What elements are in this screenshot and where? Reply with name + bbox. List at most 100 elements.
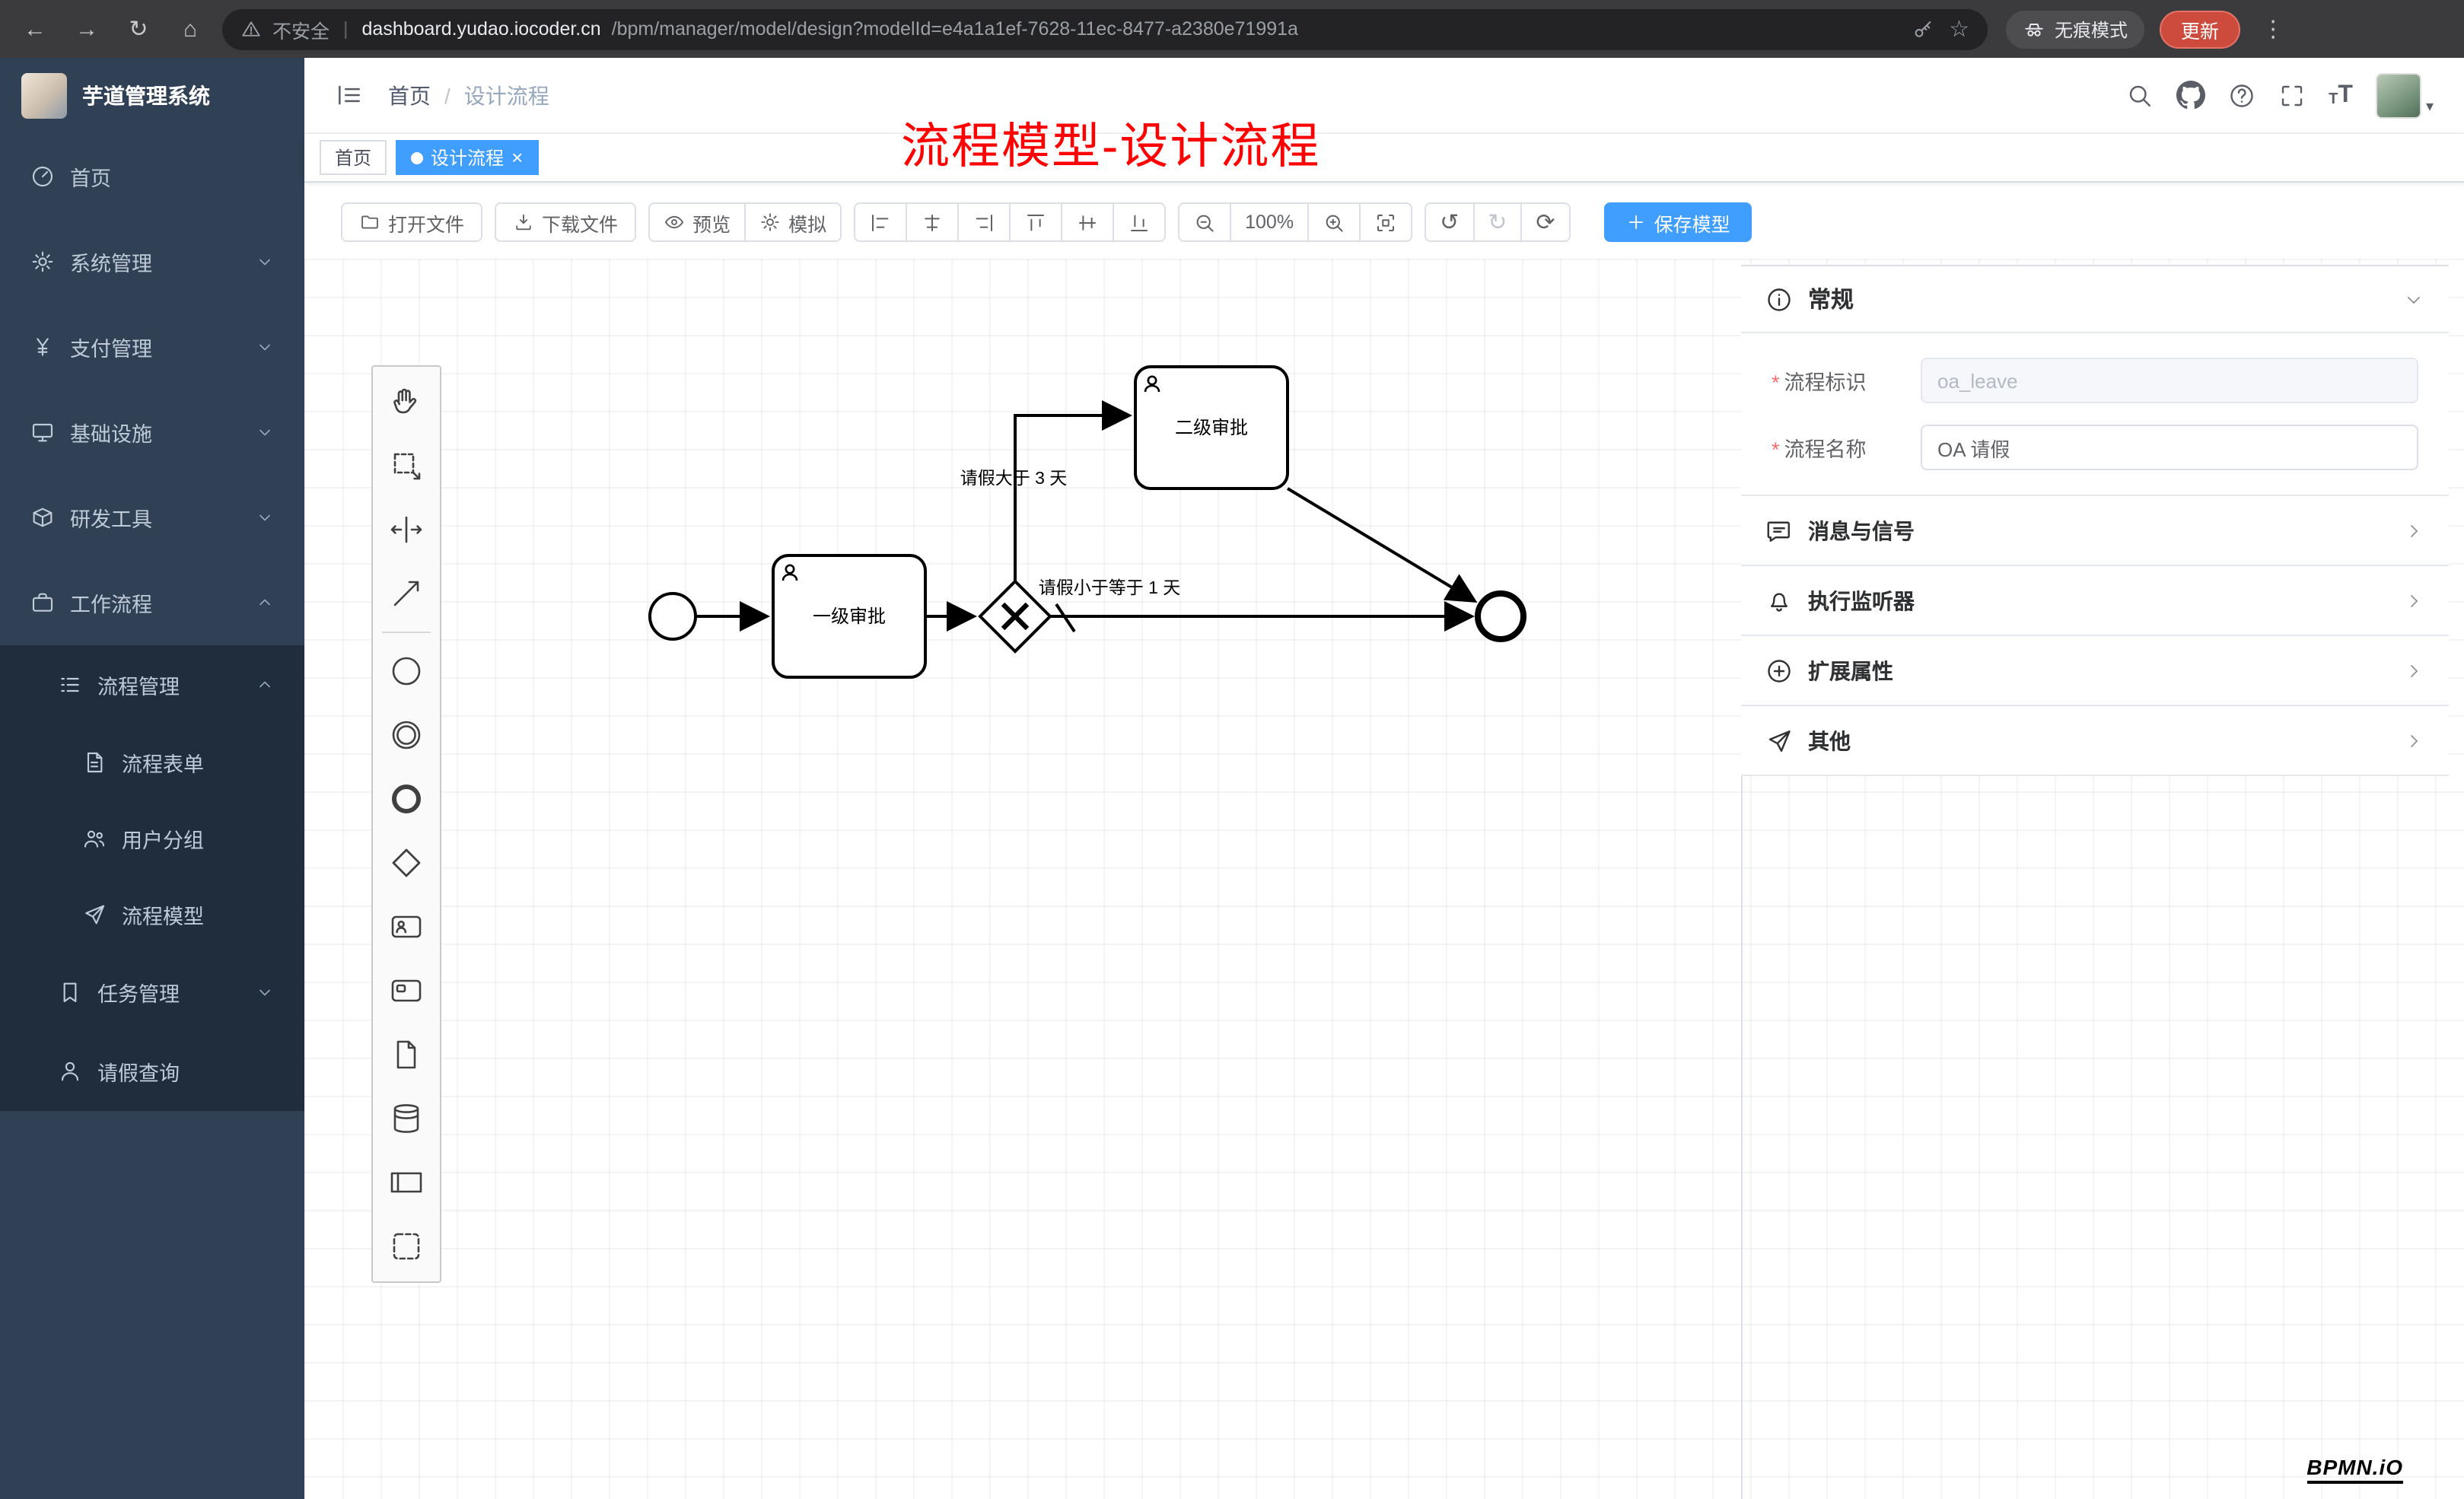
download-file-button[interactable]: 下载文件	[495, 202, 637, 242]
global-connect-tool[interactable]	[374, 562, 438, 625]
save-model-button[interactable]: 保存模型	[1603, 202, 1752, 242]
align-left-icon	[872, 214, 889, 231]
browser-reload-button[interactable]: ↻	[129, 17, 148, 43]
start-event-node[interactable]	[648, 592, 697, 641]
frame-icon	[1377, 214, 1395, 231]
align-bottom-button[interactable]	[1113, 202, 1167, 242]
create-group[interactable]	[374, 1214, 438, 1278]
app-logo-row[interactable]: 芋道管理系统	[0, 58, 304, 134]
align-middle-button[interactable]	[1061, 202, 1115, 242]
browser-forward-button[interactable]: →	[75, 16, 98, 42]
create-task[interactable]	[374, 959, 438, 1023]
open-file-button[interactable]: 打开文件	[341, 202, 483, 242]
space-tool[interactable]	[374, 498, 438, 562]
sidebar-item-process-model[interactable]: 流程模型	[0, 877, 304, 953]
sidebar-toggle-button[interactable]	[335, 81, 364, 110]
intermediate-event-icon	[392, 721, 421, 750]
create-intermediate-event[interactable]	[374, 703, 438, 767]
bpmn-canvas[interactable]: 请假大于 3 天 请假小于等于 1 天 一级审批	[304, 259, 2464, 1499]
sidebar-item-task-management[interactable]: 任务管理	[0, 953, 304, 1032]
avatar	[2375, 72, 2421, 118]
flow-gateway-to-task2[interactable]	[1014, 400, 1132, 581]
task-icon	[391, 979, 422, 1002]
align-top-button[interactable]	[1009, 202, 1063, 242]
align-left-button[interactable]	[854, 202, 908, 242]
section-messages-signals[interactable]: 消息与信号	[1741, 496, 2449, 566]
task2-node[interactable]: 二级审批	[1134, 365, 1289, 490]
lasso-tool[interactable]	[374, 434, 438, 498]
sidebar-item-user-group[interactable]: 用户分组	[0, 800, 304, 877]
preview-button[interactable]: 预览	[648, 202, 747, 242]
end-event-icon	[392, 785, 421, 813]
section-execution-listeners[interactable]: 执行监听器	[1741, 566, 2449, 636]
browser-update-button[interactable]: 更新	[2160, 10, 2241, 48]
sidebar-item-payment[interactable]: 支付管理	[0, 304, 304, 390]
designer-content: 打开文件 下载文件 预览 模拟	[304, 183, 2464, 1499]
end-event-node[interactable]	[1475, 590, 1526, 642]
create-end-event[interactable]	[374, 767, 438, 831]
flow-label-lte[interactable]: 请假小于等于 1 天	[1039, 578, 1181, 597]
sidebar-item-devtools[interactable]: 研发工具	[0, 475, 304, 560]
tag-close-icon[interactable]: ×	[511, 146, 524, 169]
zoom-out-button[interactable]	[1178, 202, 1232, 242]
browser-menu-icon[interactable]: ⋮	[2262, 17, 2285, 43]
align-center-button[interactable]	[906, 202, 960, 242]
bookmark-star-icon[interactable]: ☆	[1949, 17, 1969, 43]
process-name-input[interactable]	[1921, 425, 2418, 470]
create-data-object[interactable]	[374, 1023, 438, 1087]
tag-design-process[interactable]: 设计流程 ×	[396, 140, 539, 175]
browser-back-button[interactable]: ←	[24, 16, 46, 42]
restart-button[interactable]: ⟳	[1520, 202, 1571, 242]
create-participant[interactable]	[374, 1151, 438, 1214]
sidebar-item-infrastructure[interactable]: 基础设施	[0, 390, 304, 475]
sidebar-item-home[interactable]: 首页	[0, 134, 304, 219]
help-button[interactable]	[2228, 81, 2255, 109]
user-menu[interactable]: ▾	[2375, 72, 2434, 118]
fullscreen-button[interactable]	[2278, 81, 2306, 109]
undo-icon: ↺	[1440, 209, 1460, 235]
sidebar-item-system[interactable]: 系统管理	[0, 219, 304, 304]
section-extension-properties[interactable]: 扩展属性	[1741, 636, 2449, 706]
tag-label: 首页	[335, 148, 372, 169]
search-button[interactable]	[2126, 81, 2154, 109]
tag-home[interactable]: 首页	[320, 140, 387, 175]
section-general[interactable]: 常规	[1741, 266, 2449, 333]
browser-home-button[interactable]: ⌂	[183, 16, 198, 42]
redo-button[interactable]: ↻	[1472, 202, 1523, 242]
simulate-button[interactable]: 模拟	[744, 202, 842, 242]
align-top-icon	[1027, 214, 1045, 231]
zoom-in-button[interactable]	[1307, 202, 1361, 242]
sidebar-item-process-form[interactable]: 流程表单	[0, 724, 304, 800]
properties-panel: 常规 *流程标识 *流程名称	[1741, 265, 2449, 776]
task1-node[interactable]: 一级审批	[772, 554, 927, 679]
list-icon	[61, 677, 79, 692]
create-data-store[interactable]	[374, 1087, 438, 1151]
hand-tool[interactable]	[374, 370, 438, 434]
sidebar-item-label: 基础设施	[70, 423, 152, 446]
create-gateway[interactable]	[374, 831, 438, 895]
section-title: 执行监听器	[1808, 588, 1915, 613]
exclusive-gateway-node[interactable]	[978, 579, 1052, 654]
align-center-icon	[925, 214, 940, 231]
flow-label-gt[interactable]: 请假大于 3 天	[960, 468, 1068, 488]
align-right-button[interactable]	[957, 202, 1011, 242]
flow-task2-to-end[interactable]	[1286, 487, 1478, 603]
sidebar-item-process-management[interactable]: 流程管理	[0, 645, 304, 724]
process-key-input[interactable]	[1921, 358, 2418, 403]
key-icon[interactable]	[1911, 18, 1934, 40]
github-button[interactable]	[2176, 81, 2206, 110]
breadcrumb-home[interactable]: 首页	[388, 83, 431, 107]
sidebar-item-workflow[interactable]: 工作流程	[0, 560, 304, 645]
create-start-event[interactable]	[374, 639, 438, 703]
sidebar-item-leave-query[interactable]: 请假查询	[0, 1032, 304, 1111]
create-user-task[interactable]	[374, 895, 438, 959]
gateway-icon	[392, 848, 421, 877]
undo-button[interactable]: ↺	[1425, 202, 1475, 242]
sidebar-item-label: 任务管理	[97, 983, 180, 1006]
address-bar[interactable]: 不安全 | dashboard.yudao.iocoder.cn /bpm/ma…	[222, 8, 1988, 49]
zoom-reset-button[interactable]	[1359, 202, 1413, 242]
bpmn-io-watermark[interactable]: BPMN.iO	[2306, 1455, 2403, 1484]
section-other[interactable]: 其他	[1741, 706, 2449, 776]
